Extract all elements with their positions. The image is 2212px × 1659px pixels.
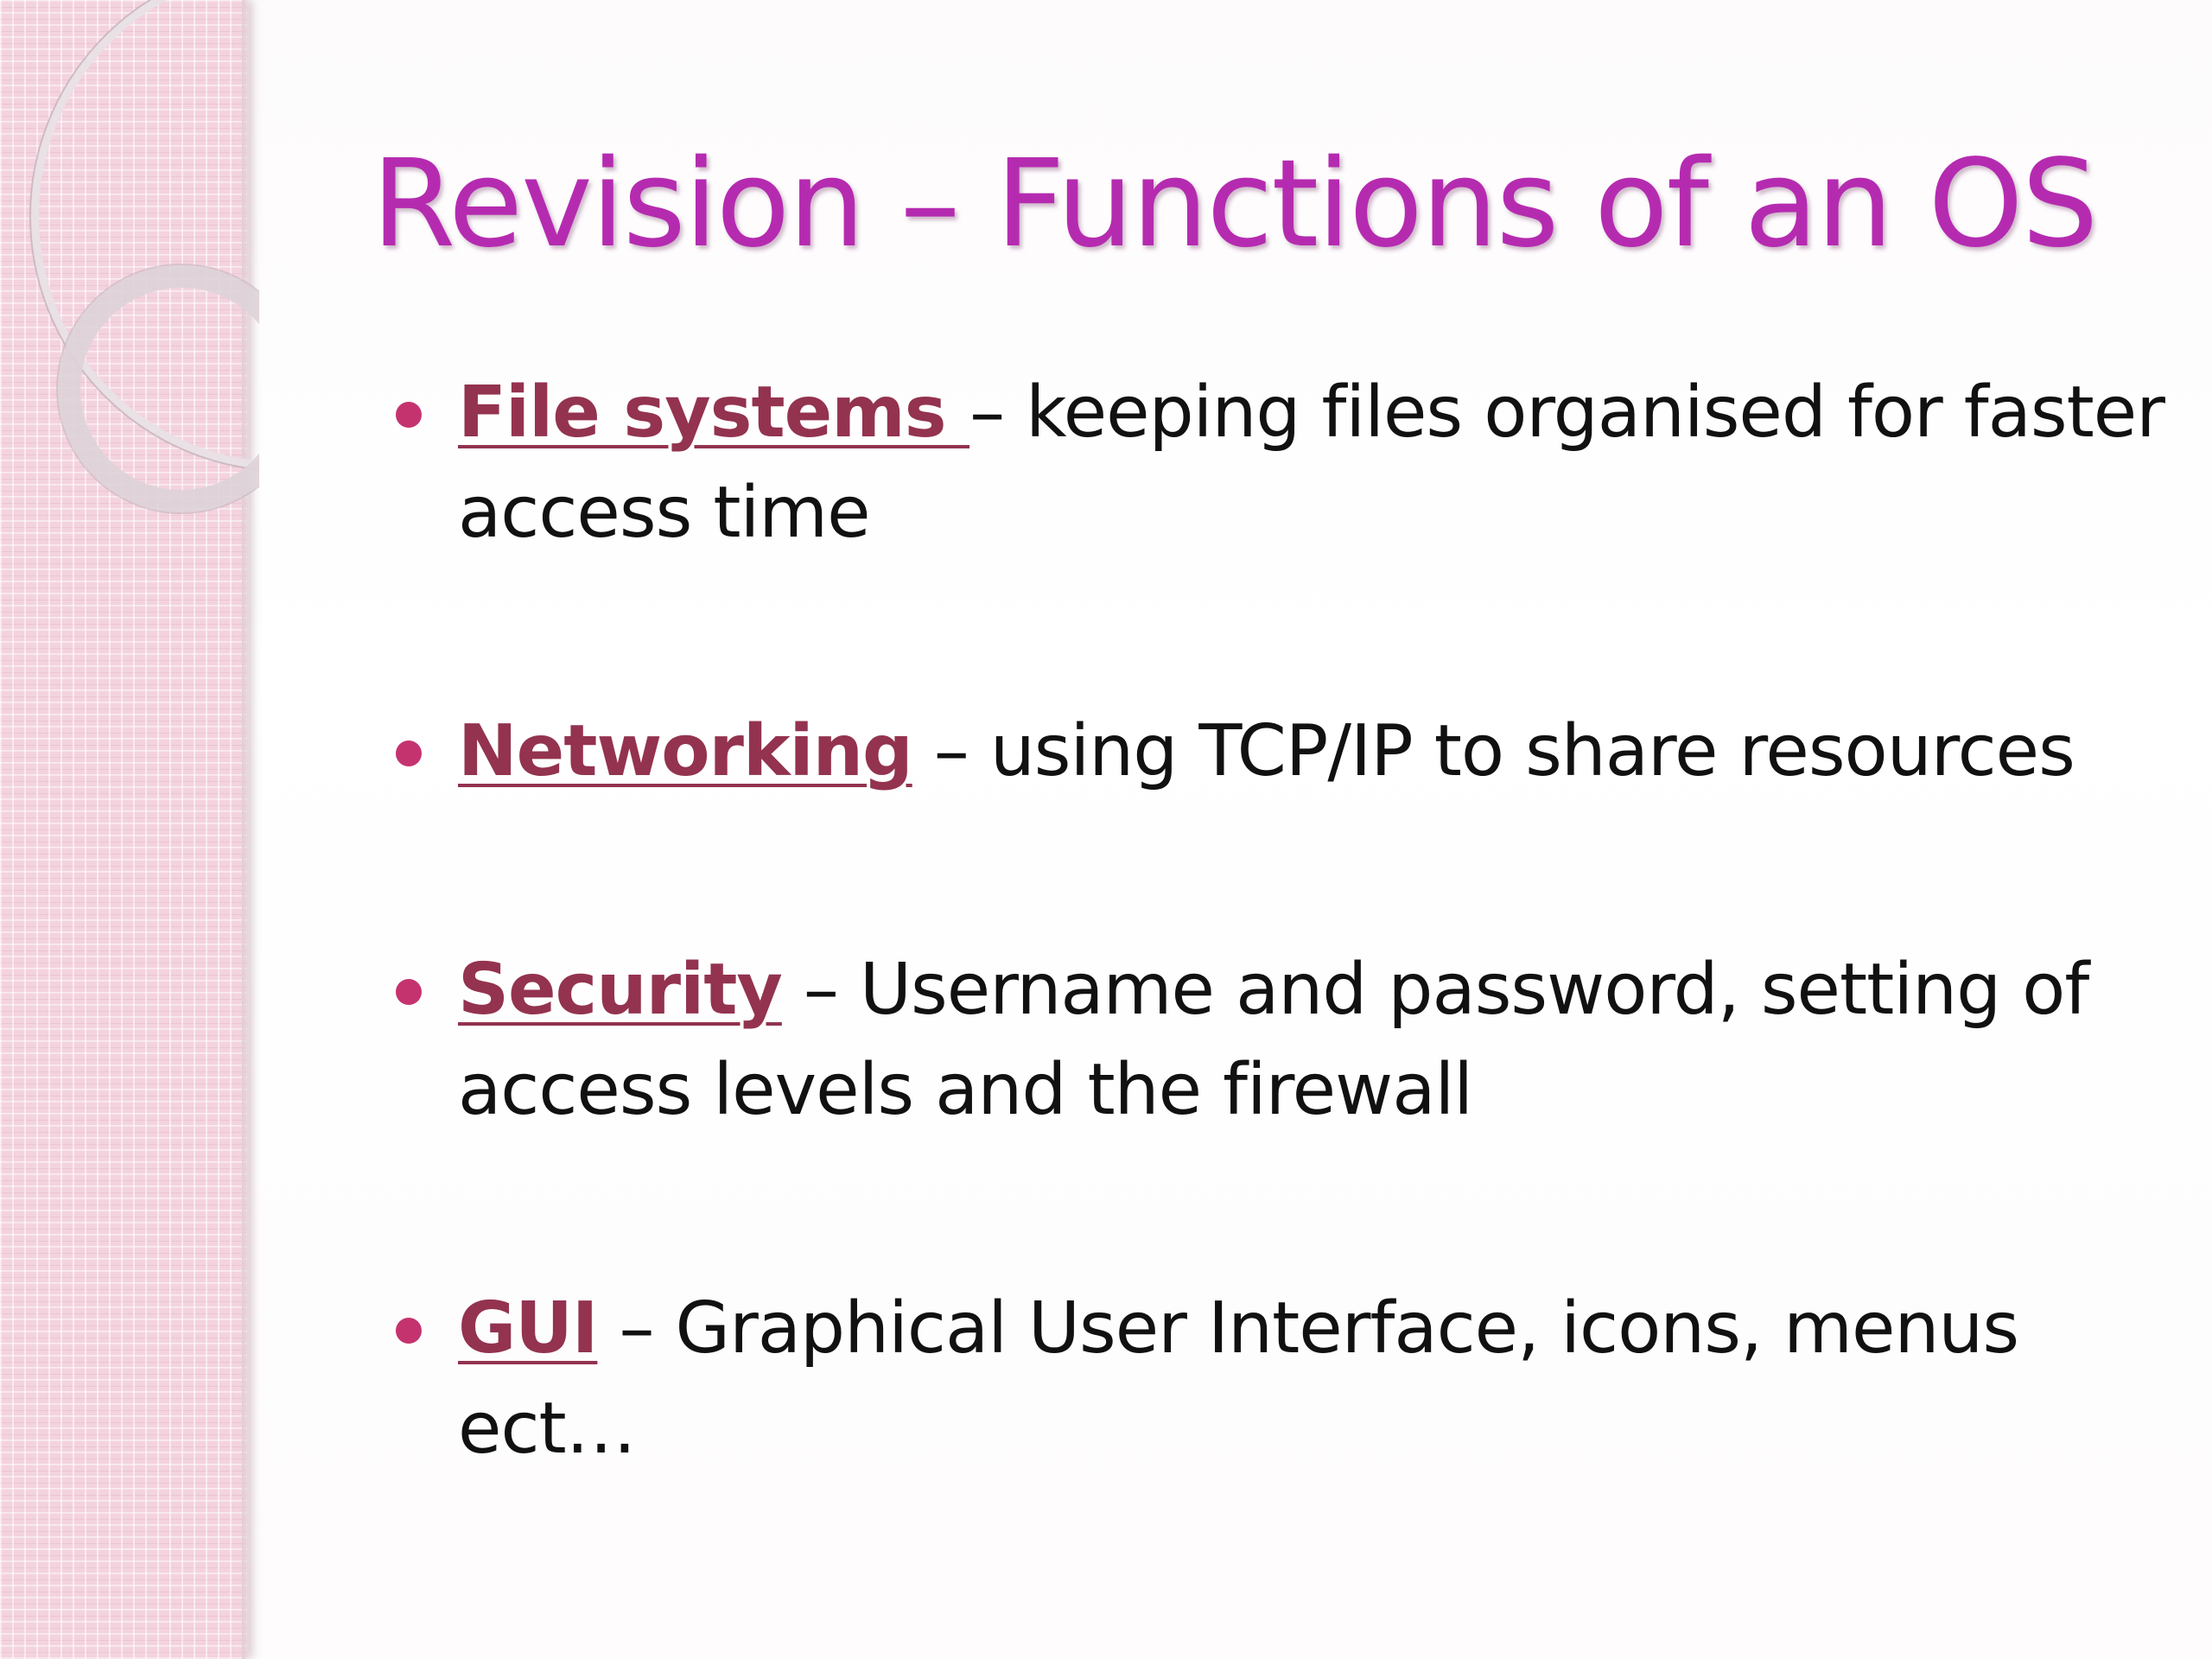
bullet-item-gui: GUI – Graphical User Interface, icons, m… — [396, 1279, 2177, 1479]
large-ring-outline — [29, 0, 259, 471]
description: Username and password, setting of access… — [458, 949, 2089, 1131]
slide-title: Revision – Functions of an OS — [372, 134, 2099, 275]
side-panel-edge — [242, 0, 249, 1659]
description: Graphical User Interface, icons, menus e… — [458, 1287, 2019, 1470]
separator: – — [969, 372, 1027, 454]
large-ring — [30, 0, 259, 470]
bullet-list: File systems – keeping files organised f… — [396, 363, 2177, 1618]
separator: – — [781, 949, 860, 1031]
small-ring-outline — [56, 264, 259, 514]
bullet-dot-icon — [396, 741, 422, 766]
term-security: Security — [458, 949, 783, 1031]
separator: – — [597, 1287, 676, 1370]
decorative-rings — [29, 0, 259, 514]
term-file-systems: File systems — [458, 372, 970, 454]
bullet-item-security: Security – Username and password, settin… — [396, 940, 2177, 1141]
term-gui: GUI — [458, 1287, 598, 1370]
bullet-dot-icon — [396, 1318, 422, 1344]
bullet-dot-icon — [396, 979, 422, 1005]
term-networking: Networking — [458, 710, 913, 792]
bullet-item-networking: Networking – using TCP/IP to share resou… — [396, 702, 2177, 802]
description: using TCP/IP to share resources — [989, 710, 2075, 792]
bullet-dot-icon — [396, 402, 422, 428]
bullet-item-file-systems: File systems – keeping files organised f… — [396, 363, 2177, 563]
description: keeping files organised for faster acces… — [458, 372, 2165, 554]
small-ring — [58, 265, 259, 512]
separator: – — [912, 710, 990, 792]
